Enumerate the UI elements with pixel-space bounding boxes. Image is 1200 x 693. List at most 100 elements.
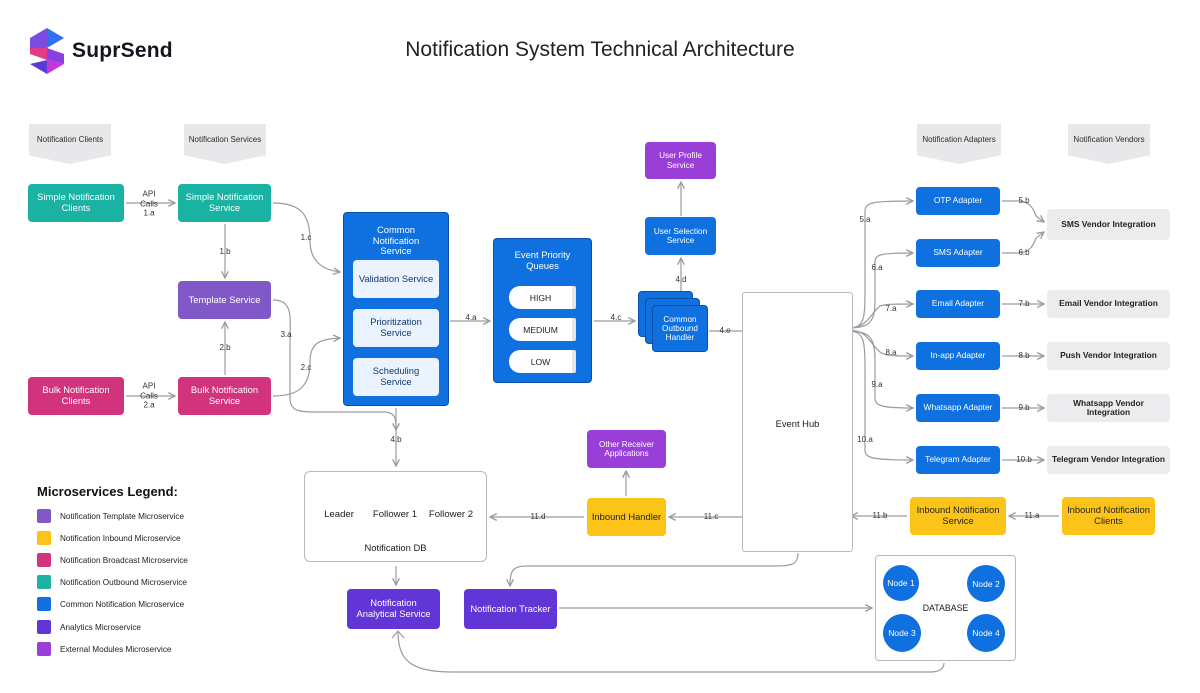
in-app-adapter: In-app Adapter: [916, 342, 1000, 370]
edge-label-11a: 11.a: [1024, 511, 1040, 521]
edge-hub-tracker: [510, 552, 799, 586]
edge-label-6b: 6.b: [1018, 248, 1030, 258]
simple-notification-service: Simple Notification Service: [178, 184, 271, 222]
db-follower-2-label: Follower 2: [428, 508, 474, 520]
sms-vendor-integration: SMS Vendor Integration: [1047, 209, 1170, 240]
edge-label-9a: 9.a: [871, 380, 883, 390]
column-header-vendors: Notification Vendors: [1068, 124, 1150, 164]
edge-label-4c: 4.c: [610, 313, 622, 323]
edge-8a: [847, 329, 913, 356]
edge-9a: [847, 330, 913, 408]
legend-item-broadcast: Notification Broadcast Microservice: [37, 553, 188, 567]
legend-label: Notification Template Microservice: [60, 511, 185, 521]
legend-swatch: [37, 553, 51, 567]
notification-tracker: Notification Tracker: [464, 589, 557, 629]
bulk-notification-service: Bulk Notification Service: [178, 377, 271, 415]
legend-label: External Modules Microservice: [60, 644, 172, 654]
edge-label-6a: 6.a: [871, 263, 883, 273]
edge-label-4a: 4.a: [465, 313, 477, 323]
telegram-vendor-integration: Telegram Vendor Integration: [1047, 446, 1170, 474]
template-service: Template Service: [178, 281, 271, 319]
notification-analytical-service: Notification Analytical Service: [347, 589, 440, 629]
bulk-notification-clients: Bulk Notification Clients: [28, 377, 124, 415]
edge-label-5a: 5.a: [859, 215, 871, 225]
edge-label-7b: 7.b: [1018, 299, 1030, 309]
event-hub-label: Event Hub: [775, 418, 820, 429]
edge-10a: [847, 330, 913, 460]
edge-label-7a: 7.a: [885, 304, 897, 314]
edge-database-analytics-head: [391, 630, 405, 639]
edge-label-11c: 11.c: [703, 512, 719, 522]
legend-title: Microservices Legend:: [37, 484, 178, 499]
legend-label: Notification Outbound Microservice: [60, 577, 187, 587]
legend-label: Notification Broadcast Microservice: [60, 555, 188, 565]
edge-label-api-2a: API Calls 2.a: [140, 381, 158, 410]
brand-name: SuprSend: [72, 39, 173, 62]
notification-db: [304, 471, 487, 562]
column-header-adapters: Notification Adapters: [917, 124, 1001, 164]
legend-label: Common Notification Microservice: [60, 599, 185, 609]
event-priority-queues-title: Event Priority Queues: [514, 249, 571, 271]
legend-label: Analytics Microservice: [60, 622, 141, 632]
column-header-clients: Notification Clients: [29, 124, 111, 164]
edge-5a: [847, 201, 913, 329]
edge-3a: [272, 299, 396, 430]
brand-logo: SuprSend: [30, 28, 173, 74]
edge-2c: [272, 338, 340, 397]
database-label: DATABASE: [922, 603, 969, 613]
column-header-services: Notification Services: [184, 124, 266, 164]
edge-label-3a: 3.a: [280, 330, 292, 340]
user-profile-service: User Profile Service: [645, 142, 716, 179]
notification-db-label: Notification DB: [364, 542, 427, 553]
edge-label-4e: 4.e: [719, 326, 731, 336]
legend-swatch: [37, 531, 51, 545]
edge-label-1c: 1.c: [300, 233, 312, 243]
queue-medium: MEDIUM: [509, 318, 576, 341]
edge-6a: [847, 253, 913, 329]
db-follower-1-label: Follower 1: [372, 508, 418, 520]
prioritization-service: Prioritization Service: [353, 309, 439, 347]
suprsend-logo-icon: [30, 28, 64, 74]
database-node-1: Node 1: [883, 565, 919, 601]
legend-item-external: External Modules Microservice: [37, 642, 171, 656]
edge-6b-line: [1002, 237, 1037, 254]
edge-label-8a: 8.a: [885, 348, 897, 358]
push-vendor-integration: Push Vendor Integration: [1047, 342, 1170, 370]
edge-label-2b: 2.b: [219, 343, 231, 353]
email-adapter: Email Adapter: [916, 290, 1000, 318]
sms-adapter: SMS Adapter: [916, 239, 1000, 267]
whatsapp-adapter: Whatsapp Adapter: [916, 394, 1000, 422]
edge-label-11b: 11.b: [872, 511, 888, 521]
edge-database-analytics-line: [397, 630, 945, 673]
user-selection-service: User Selection Service: [645, 217, 716, 255]
legend-swatch: [37, 642, 51, 656]
database-node-2: Node 2: [967, 565, 1005, 602]
legend-item-common: Common Notification Microservice: [37, 597, 184, 611]
edge-label-2c: 2.c: [300, 363, 312, 373]
edge-label-1b: 1.b: [219, 247, 231, 257]
database-node-3: Node 3: [883, 614, 921, 652]
otp-adapter: OTP Adapter: [916, 187, 1000, 215]
telegram-adapter: Telegram Adapter: [916, 446, 1000, 474]
edge-5b: [1035, 216, 1044, 222]
legend-swatch: [37, 575, 51, 589]
legend-swatch: [37, 620, 51, 634]
edge-6b: [1035, 232, 1044, 238]
legend-swatch: [37, 509, 51, 523]
scheduling-service: Scheduling Service: [353, 358, 439, 396]
database-node-4: Node 4: [967, 614, 1005, 652]
inbound-notification-clients: Inbound Notification Clients: [1062, 497, 1155, 535]
legend-item-analytics: Analytics Microservice: [37, 620, 141, 634]
queue-low: LOW: [509, 350, 576, 373]
common-notification-service-title: Common Notification Service: [372, 224, 420, 257]
edge-label-4d: 4.d: [675, 275, 687, 285]
legend-item-template: Notification Template Microservice: [37, 509, 184, 523]
legend-item-inbound: Notification Inbound Microservice: [37, 531, 181, 545]
edge-label-4b: 4.b: [390, 435, 402, 445]
inbound-handler: Inbound Handler: [587, 498, 666, 536]
email-vendor-integration: Email Vendor Integration: [1047, 290, 1170, 318]
edge-label-8b: 8.b: [1018, 351, 1030, 361]
edge-label-5b: 5.b: [1018, 196, 1030, 206]
